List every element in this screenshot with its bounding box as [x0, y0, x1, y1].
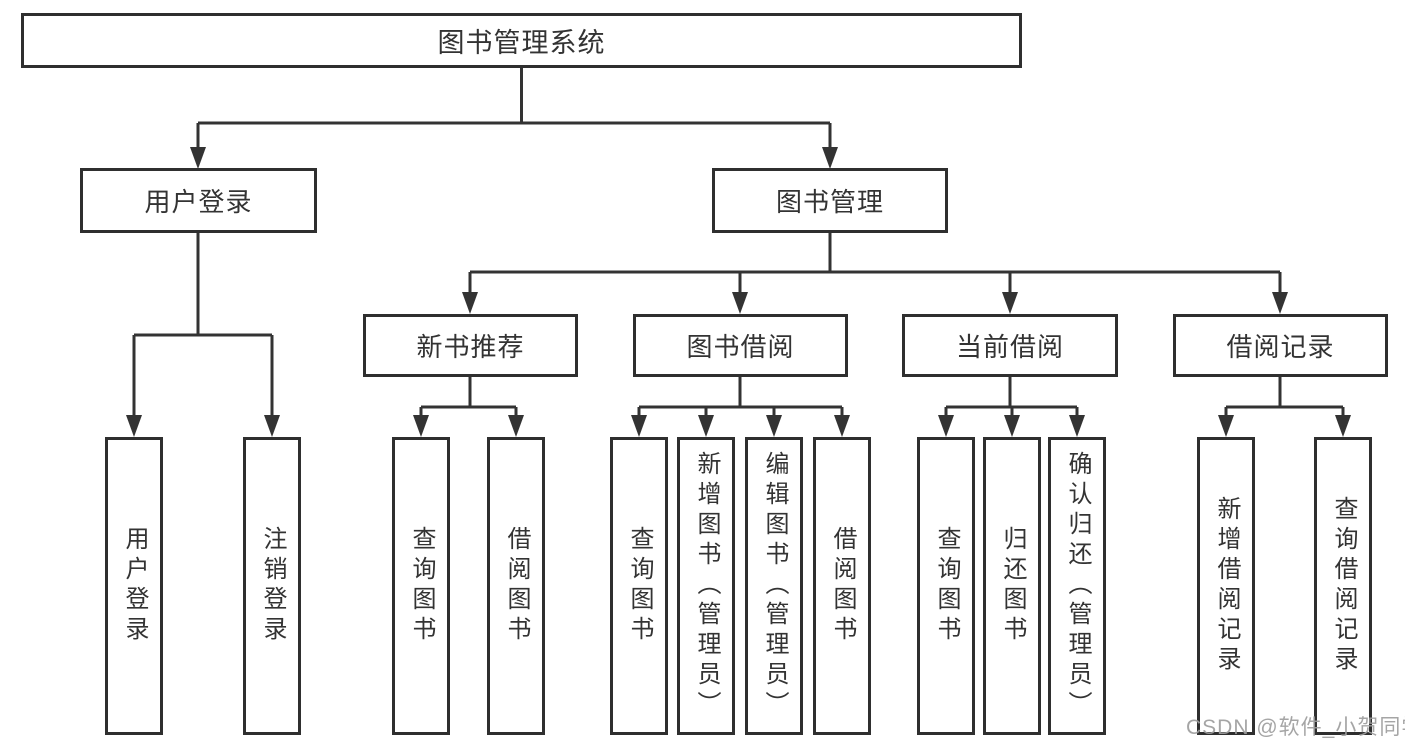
leaf-label: 编辑图书（管理员）: [761, 451, 788, 721]
leaf-borrow-books: 借阅图书: [813, 437, 871, 735]
leaf-label: 查询借阅记录: [1330, 496, 1357, 676]
leaf-user-login: 用户登录: [105, 437, 163, 735]
leaf-label: 借阅图书: [829, 526, 856, 646]
node-book-borrowing: 图书借阅: [633, 314, 848, 377]
leaf-label: 新增图书（管理员）: [693, 451, 720, 721]
leaf-query-books-recommend: 查询图书: [392, 437, 450, 735]
leaf-edit-books-admin: 编辑图书（管理员）: [745, 437, 803, 735]
leaf-label: 查询图书: [408, 526, 435, 646]
node-new-book-recommendation: 新书推荐: [363, 314, 578, 377]
leaf-add-books-admin: 新增图书（管理员）: [677, 437, 735, 735]
leaf-label: 查询图书: [933, 526, 960, 646]
node-borrowing-records: 借阅记录: [1173, 314, 1388, 377]
node-book-management: 图书管理: [712, 168, 948, 233]
leaf-label: 归还图书: [999, 526, 1026, 646]
node-library-management-system: 图书管理系统: [21, 13, 1022, 68]
leaf-query-borrow-record: 查询借阅记录: [1314, 437, 1372, 735]
csdn-watermark: CSDN @软件_小贺同学: [1186, 716, 1405, 739]
leaf-query-books: 查询图书: [610, 437, 668, 735]
leaf-label: 确认归还（管理员）: [1064, 451, 1091, 721]
leaf-confirm-return-admin: 确认归还（管理员）: [1048, 437, 1106, 735]
leaf-borrow-books-recommend: 借阅图书: [487, 437, 545, 735]
leaf-label: 借阅图书: [503, 526, 530, 646]
leaf-logout: 注销登录: [243, 437, 301, 735]
leaf-label: 注销登录: [259, 526, 286, 646]
leaf-label: 查询图书: [626, 526, 653, 646]
leaf-add-borrow-record: 新增借阅记录: [1197, 437, 1255, 735]
node-user-login: 用户登录: [80, 168, 317, 233]
leaf-return-books: 归还图书: [983, 437, 1041, 735]
leaf-label: 用户登录: [121, 526, 148, 646]
leaf-query-books-current: 查询图书: [917, 437, 975, 735]
node-current-borrowing: 当前借阅: [902, 314, 1118, 377]
leaf-label: 新增借阅记录: [1213, 496, 1240, 676]
